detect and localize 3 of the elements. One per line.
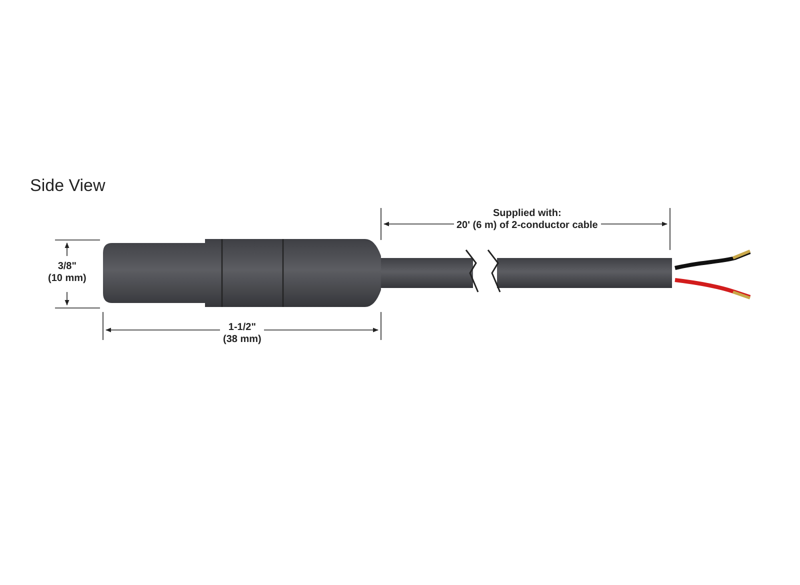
section-title: Side View	[30, 176, 106, 196]
dimension-label: 1-1/2" (38 mm)	[220, 322, 264, 346]
dimension-label: Supplied with: 20' (6 m) of 2-conductor cable	[454, 208, 601, 232]
